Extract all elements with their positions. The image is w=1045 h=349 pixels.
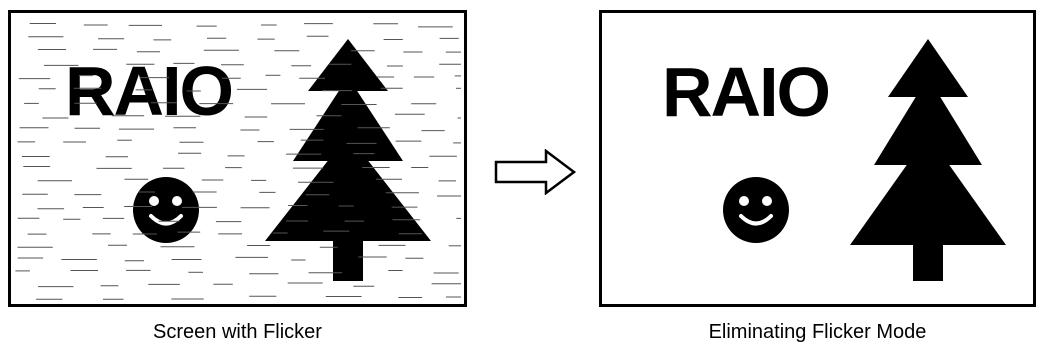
right-arrow-icon <box>494 149 576 195</box>
flicker-free-screen-graphics <box>723 39 1006 281</box>
flicker-screen-graphics <box>15 23 461 300</box>
smiley-icon <box>133 177 199 243</box>
flicker-lines <box>15 23 461 300</box>
tree-icon <box>850 39 1006 281</box>
raio-logo-text: RAIO <box>65 52 234 130</box>
flicker-free-caption: Eliminating Flicker Mode <box>708 321 927 343</box>
flicker-screen-panel: RAIO <box>8 10 467 307</box>
flicker-free-screen-panel: RAIO <box>599 10 1036 307</box>
raio-logo-text: RAIO <box>662 53 831 131</box>
flicker-screen-caption: Screen with Flicker <box>153 321 322 343</box>
smiley-icon <box>723 177 789 243</box>
tree-icon <box>265 39 431 281</box>
